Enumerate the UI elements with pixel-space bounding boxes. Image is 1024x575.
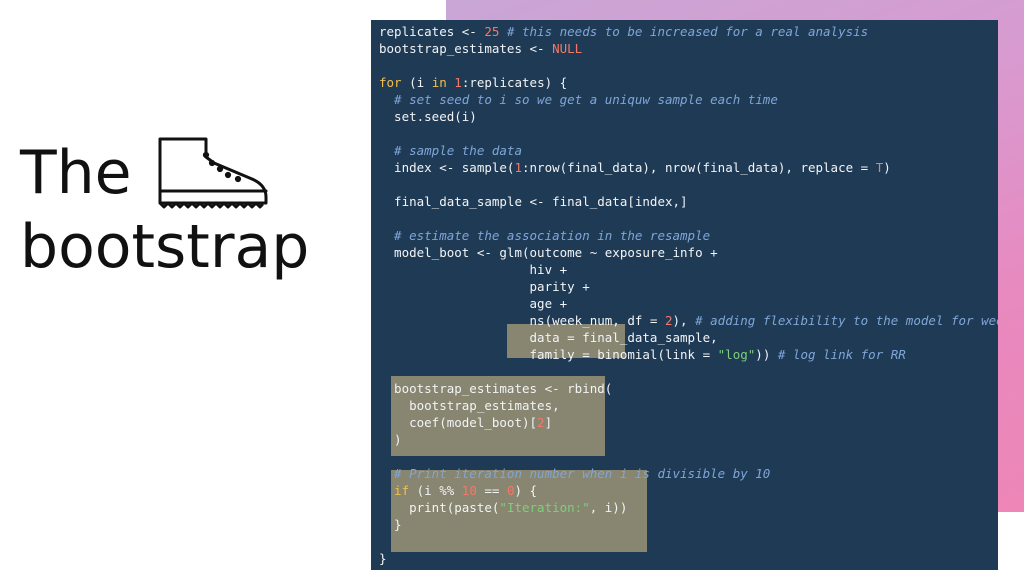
code-line: final_data_sample <- final_data[index,] — [379, 194, 688, 209]
code-line: data = final_data_sample, — [379, 330, 718, 345]
code-line-blank — [379, 533, 998, 550]
highlight-rbind-block — [391, 376, 605, 456]
code-line-blank — [379, 57, 998, 74]
code-line: ) — [379, 432, 402, 447]
title-line-1: The — [20, 135, 350, 211]
code-line-blank — [379, 176, 998, 193]
code-line: } — [379, 517, 402, 532]
code-screenshot: replicates <- 25 # this needs to be incr… — [371, 20, 998, 570]
code-line: model_boot <- glm(outcome ~ exposure_inf… — [379, 245, 718, 260]
slide-title: The bootstrap — [20, 135, 350, 283]
code-line: bootstrap_estimates <- NULL — [379, 41, 583, 56]
highlight-print-block — [391, 470, 647, 552]
code-line: index <- sample(1:nrow(final_data), nrow… — [379, 160, 891, 175]
code-line: # estimate the association in the resamp… — [379, 228, 711, 243]
code-line: print(paste("Iteration:", i)) — [379, 500, 628, 515]
code-line: set.seed(i) — [379, 109, 477, 124]
code-line: parity + — [379, 279, 590, 294]
code-line: replicates <- 25 # this needs to be incr… — [379, 24, 869, 39]
code-line: # sample the data — [379, 143, 522, 158]
highlight-data-args — [507, 324, 625, 358]
code-line-blank — [379, 125, 998, 142]
code-line: if (i %% 10 == 0) { — [379, 483, 538, 498]
boot-icon — [158, 137, 268, 209]
code-line: age + — [379, 296, 568, 311]
code-line: } — [379, 551, 387, 566]
code-line-blank — [379, 448, 998, 465]
code-line: coef(model_boot)[2] — [379, 415, 553, 430]
code-line: ns(week_num, df = 2), # adding flexibili… — [379, 313, 999, 328]
code-line-blank — [379, 210, 998, 227]
code-line: # set seed to i so we get a uniquw sampl… — [379, 92, 778, 107]
code-line: bootstrap_estimates, — [379, 398, 560, 413]
code-line: hiv + — [379, 262, 568, 277]
code-line-blank — [379, 363, 998, 380]
code-line: for (i in 1:replicates) { — [379, 75, 568, 90]
code-line: bootstrap_estimates <- rbind( — [379, 381, 613, 396]
title-word-the: The — [20, 138, 132, 208]
code-line: family = binomial(link = "log")) # log l… — [379, 347, 906, 362]
r-code-block: replicates <- 25 # this needs to be incr… — [379, 23, 998, 567]
code-line: # Print iteration number when i is divis… — [379, 466, 771, 481]
title-word-bootstrap: bootstrap — [20, 212, 310, 282]
